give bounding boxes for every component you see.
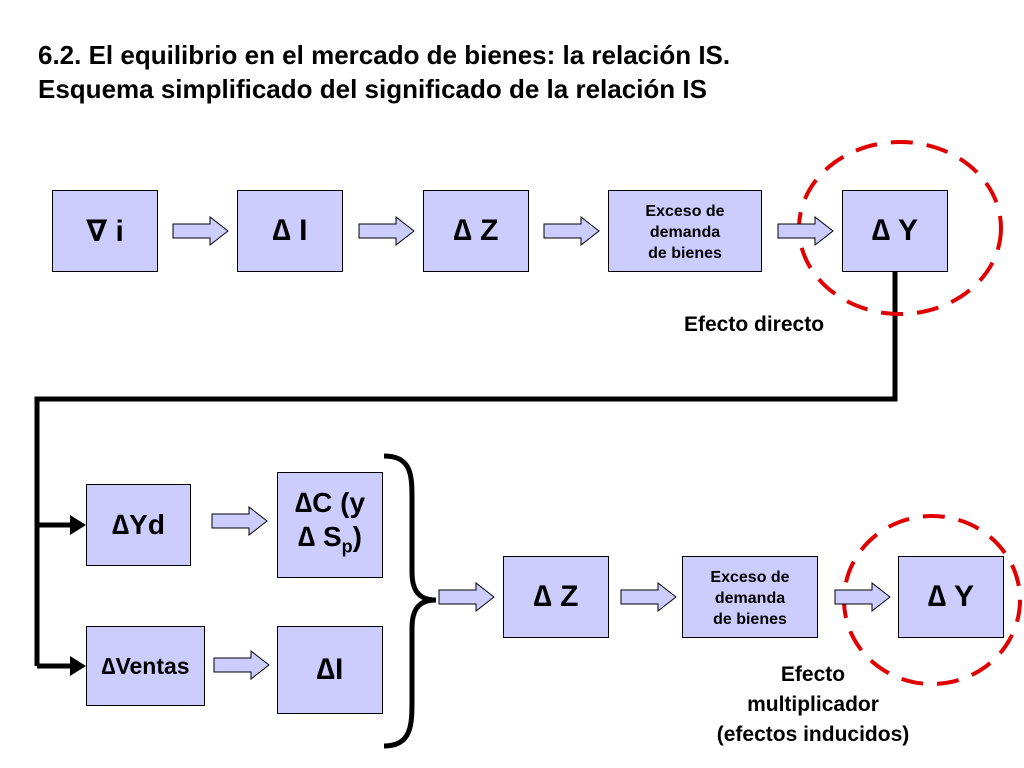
- connector-line: [34, 272, 898, 666]
- excess-demand-bottom-box: Exceso de demanda de bienes: [682, 556, 818, 638]
- slide-title-line-1: 6.2. El equilibrio en el mercado de bien…: [38, 40, 731, 70]
- excess-demand-line-2: demanda: [649, 223, 721, 241]
- delta-i-bottom-label: ∆I: [316, 653, 344, 686]
- excess-demand-bottom-line-2: demanda: [714, 589, 786, 607]
- right-arrow-icon: [358, 216, 416, 246]
- delta-sp-line-2: ∆ Sp): [298, 520, 362, 564]
- direct-effect-caption: Efecto directo: [684, 313, 825, 336]
- right-arrow-icon: [211, 506, 269, 536]
- delta-z-box: ∆ Z: [423, 190, 529, 272]
- excess-demand-box: Exceso de demanda de bienes: [608, 190, 762, 272]
- excess-demand-bottom-line-1: Exceso de: [710, 568, 790, 586]
- right-arrow-icon: [543, 216, 601, 246]
- excess-demand-bottom-line-3: de bienes: [713, 610, 787, 628]
- delta-i-box: ∆ I: [237, 190, 343, 272]
- multiplier-caption-line-1: Efecto: [780, 663, 846, 686]
- delta-y-bottom-box: ∆ Y: [898, 556, 1004, 638]
- delta-i-label: ∆ I: [272, 214, 308, 247]
- delta-sp-subscript: p: [341, 536, 353, 557]
- multiplier-caption-line-3: (efectos inducidos): [716, 723, 910, 746]
- right-arrow-icon: [438, 582, 496, 612]
- delta-z-bottom-box: ∆ Z: [503, 556, 609, 638]
- delta-z-bottom-label: ∆ Z: [533, 580, 579, 613]
- nabla-i-label: ∇ i: [86, 214, 124, 248]
- delta-ventas-box: ∆Ventas: [86, 626, 205, 706]
- delta-i-bottom-box: ∆I: [277, 626, 383, 714]
- excess-demand-line-1: Exceso de: [645, 202, 725, 220]
- delta-ventas-label: ∆Ventas: [101, 652, 190, 679]
- connector-arrowhead-ventas: [70, 656, 86, 676]
- delta-yd-box: ∆Yd: [86, 484, 191, 566]
- multiplier-caption-line-2: multiplicador: [747, 693, 879, 716]
- slide-title: 6.2. El equilibrio en el mercado de bien…: [38, 38, 730, 106]
- delta-z-label: ∆ Z: [453, 214, 499, 247]
- right-brace-icon: [383, 453, 437, 749]
- right-arrow-icon: [620, 582, 678, 612]
- delta-sp-prefix: ∆ S: [298, 521, 342, 553]
- nabla-i-box: ∇ i: [52, 190, 158, 272]
- delta-yd-label: ∆Yd: [112, 509, 165, 540]
- delta-sp-suffix: ): [352, 521, 362, 553]
- delta-y-box: ∆ Y: [842, 190, 948, 272]
- delta-y-bottom-label: ∆ Y: [927, 580, 975, 613]
- delta-y-label: ∆ Y: [871, 214, 919, 247]
- delta-c-sp-box: ∆C (y ∆ Sp): [277, 472, 383, 578]
- connector-arrowhead-yd: [70, 515, 86, 535]
- excess-demand-line-3: de bienes: [648, 244, 722, 262]
- slide-title-line-2: Esquema simplificado del significado de …: [38, 74, 707, 104]
- multiplier-effect-caption: Efecto multiplicador (efectos inducidos): [690, 660, 936, 750]
- delta-c-line-1: ∆C (y: [294, 487, 366, 519]
- right-arrow-icon: [172, 216, 230, 246]
- right-arrow-icon: [777, 216, 835, 246]
- right-arrow-icon: [834, 582, 892, 612]
- right-arrow-icon: [213, 650, 271, 680]
